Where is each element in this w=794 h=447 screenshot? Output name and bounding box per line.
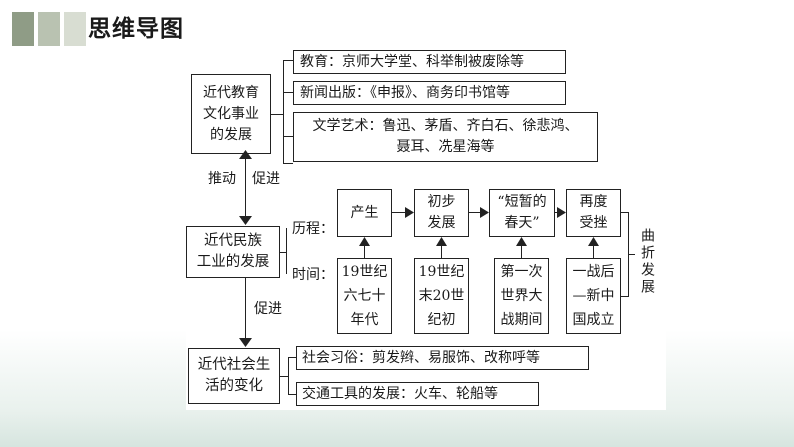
connector [521,245,522,258]
bracket-vertical [288,357,289,394]
time-box-3: 第一次 世界大 战期间 [494,258,549,334]
arrow-right-icon [480,207,489,218]
stage-box-short-spring: “短暂的 春天” [489,189,555,237]
process-label: 历程： [292,221,334,237]
connector [283,60,293,61]
time-label: 时间： [292,267,334,283]
connector [621,296,628,297]
arrow-right-icon [557,207,566,218]
stage-box-emergence: 产生 [337,189,392,237]
publishing-item-box: 新闻出版：《申报》、商务印书馆等 [293,81,566,105]
customs-item-box: 社会习俗：剪发辫、易服饰、改称呼等 [296,346,589,370]
connector [392,212,407,213]
decor-block-1 [12,12,34,46]
connector [283,92,293,93]
connector [593,245,594,258]
link-line-top [245,154,246,224]
connector [621,212,628,213]
outcome-text: 曲折发展 [639,228,655,296]
connector [271,114,283,115]
decor-block-2 [38,12,60,46]
education-item-box: 教育：京师大学堂、科举制被废除等 [293,50,566,74]
arrow-up-icon [359,237,370,246]
connector [280,252,286,253]
arrow-up-icon [436,237,447,246]
decor-block-3 [64,12,86,46]
connector [288,357,296,358]
time-box-4: 一战后 —新中 国成立 [566,258,621,334]
link-label-promote: 促进 [252,171,280,187]
bracket-vertical [628,212,629,297]
stage-box-setback: 再度 受挫 [566,189,621,237]
connector [280,376,288,377]
connector [629,254,635,255]
arrow-up-icon [516,237,527,246]
connector [364,245,365,258]
connector [469,212,482,213]
link-label-drive: 推动 [208,171,236,187]
stage-box-initial-development: 初步 发展 [414,189,469,237]
education-main-box: 近代教育 文化事业 的发展 [191,74,271,154]
arrow-right-icon [405,207,414,218]
arrow-down-icon [239,216,252,225]
arrow-up-icon [239,150,252,159]
bracket-vertical [286,228,287,274]
society-main-box: 近代社会生 活的变化 [188,348,280,404]
literature-art-item-box: 文学艺术：鲁迅、茅盾、齐白石、徐悲鸿、 聂耳、冼星海等 [293,112,598,162]
time-box-2: 19世纪 末20世 纪初 [414,258,469,334]
outcome-label: 曲折发展 [639,228,655,296]
bracket-vertical [283,60,284,163]
arrow-down-icon [239,338,252,347]
time-box-1: 19世纪 六七十 年代 [337,258,392,334]
arrow-up-icon [588,237,599,246]
link-label-promote: 促进 [254,301,282,317]
connector [441,245,442,258]
industry-main-box: 近代民族 工业的发展 [186,226,280,278]
connector [288,394,296,395]
connector [283,136,293,137]
transport-item-box: 交通工具的发展：火车、轮船等 [296,382,539,406]
connector [555,212,558,213]
connector [283,163,293,164]
page-title: 思维导图 [88,16,184,42]
link-line-bottom [245,278,246,340]
